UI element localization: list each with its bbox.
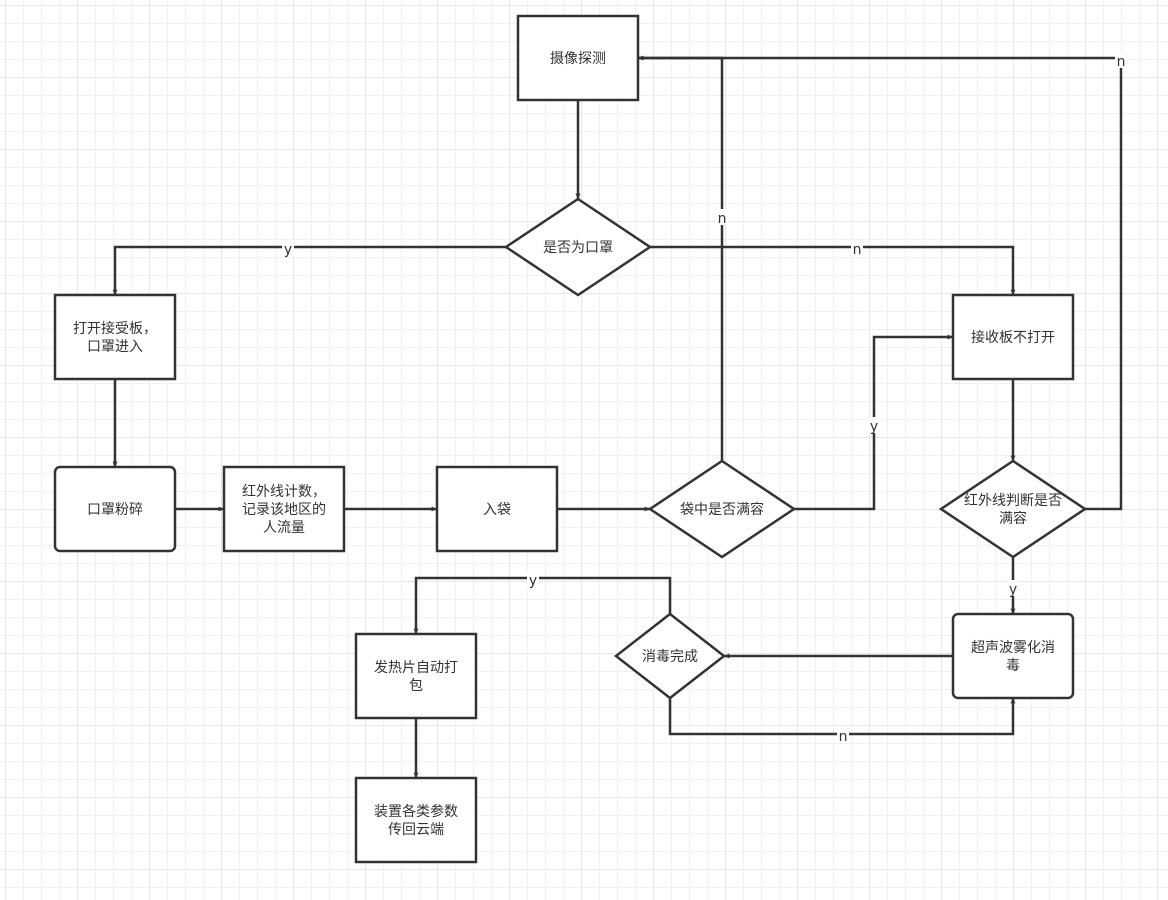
edge-label-bag_full-to-board_closed: y [870, 419, 878, 435]
process-rounded-box [951, 612, 1075, 700]
process-box [354, 776, 478, 864]
edge-label-is_mask-to-board_closed: n [853, 242, 862, 258]
node-label: 记录该地区的 [242, 502, 326, 518]
edge-label-bag_full-to-camera: n [718, 211, 727, 227]
node-board_closed: 接收板不打开 [951, 293, 1075, 381]
edge-label-background [851, 240, 863, 256]
edge-label-is_mask-to-open_board: y [284, 242, 292, 258]
edge-label-ir_full-to-camera: n [1117, 54, 1126, 70]
process-box [354, 632, 478, 720]
node-label: 摄像探测 [550, 51, 606, 67]
edge-label-disinfect_done-to-pack: y [529, 573, 537, 589]
edge-label-background [1007, 580, 1019, 596]
edge-disinfect_done-to-pack [413, 576, 672, 635]
edge-label-background [527, 571, 539, 587]
node-bag_full: 袋中是否满容 [647, 459, 797, 559]
edge-bag_full-to-camera [637, 55, 724, 461]
edge-label-background [868, 417, 880, 433]
process-box [222, 465, 346, 553]
node-shred: 口罩粉碎 [53, 465, 177, 553]
node-camera: 摄像探测 [516, 14, 640, 102]
edge-label-background [282, 240, 294, 256]
edge-is_mask-to-board_closed [650, 245, 1016, 296]
process-box [516, 14, 640, 102]
node-disinfect_done: 消毒完成 [613, 612, 727, 700]
node-label: 满容 [999, 510, 1027, 527]
process-box [951, 293, 1075, 381]
node-label: 打开接受板， [73, 320, 157, 337]
node-label: 红外线计数， [242, 484, 326, 500]
node-label: 红外线判断是否 [964, 493, 1062, 509]
node-label: 口罩粉碎 [87, 502, 143, 518]
node-label: 发热片自动打 [374, 659, 458, 676]
node-label: 毒 [1006, 658, 1020, 674]
decision-diamond [503, 197, 653, 297]
process-box [435, 465, 559, 553]
node-label: 袋中是否满容 [680, 501, 764, 518]
decision-diamond [647, 459, 797, 559]
node-label: 是否为口罩 [543, 240, 613, 256]
node-label: 人流量 [263, 520, 305, 536]
node-is_mask: 是否为口罩 [503, 197, 653, 297]
node-label: 超声波雾化消 [971, 640, 1055, 656]
edge-is_mask-to-open_board [112, 245, 506, 296]
node-bag_in: 入袋 [435, 465, 559, 553]
node-label: 装置各类参数 [374, 803, 458, 820]
edge-label-background [1115, 52, 1127, 68]
node-open_board: 打开接受板， 口罩进入 [53, 293, 177, 381]
process-box [53, 293, 177, 381]
node-label: 接收板不打开 [971, 329, 1055, 346]
edge-label-background [837, 727, 849, 743]
decision-diamond [613, 612, 727, 700]
edge-label-background [716, 209, 728, 225]
edge-label-disinfect_done-to-ultrasonic: n [839, 729, 848, 745]
node-label: 包 [409, 678, 423, 694]
decision-diamond [938, 459, 1088, 559]
node-label: 入袋 [483, 502, 511, 518]
node-label: 消毒完成 [642, 649, 698, 665]
edge-ir_full-to-camera [637, 55, 1123, 511]
process-rounded-box [53, 465, 177, 553]
node-label: 传回云端 [388, 822, 444, 838]
node-label: 口罩进入 [87, 339, 143, 355]
edge-label-ir_full-to-ultrasonic: y [1009, 582, 1017, 598]
